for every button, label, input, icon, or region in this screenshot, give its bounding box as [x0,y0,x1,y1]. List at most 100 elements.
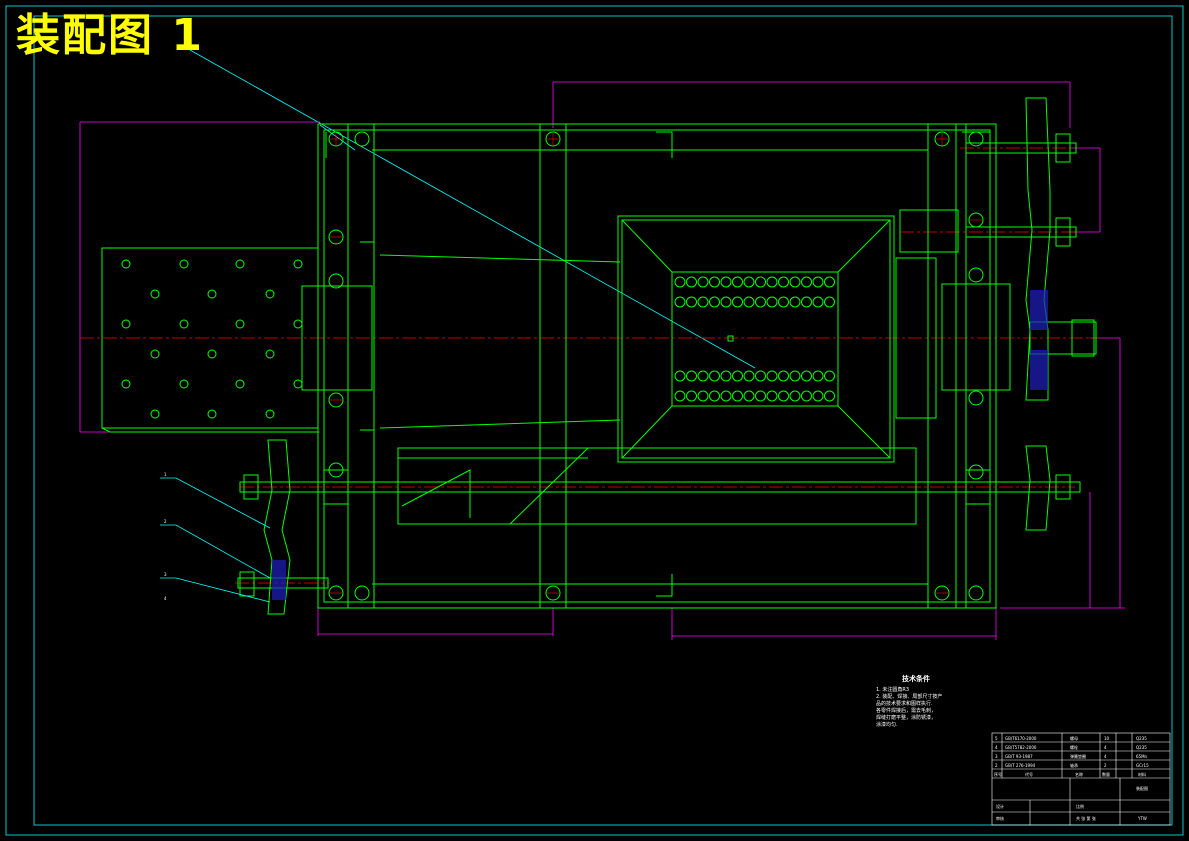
tb-sheet-label: 共 张 第 张 [1076,815,1096,821]
tb-row-1-code: GB/T6170-2000 [1005,736,1037,741]
shafts [237,142,1097,589]
title-block-text: 5 GB/T6170-2000 螺母 10 Q235 4 GB/T5782-20… [994,735,1149,821]
title-block [991,732,1171,826]
screen-hole [207,289,217,299]
tech-line-1: 1. 未注圆角R3 [876,687,910,693]
callout-3: 3 [164,572,167,577]
callout-numbers: 1 2 3 4 [164,472,167,601]
hopper-hole [686,370,697,382]
hopper-hole [789,296,801,308]
tb-header-no: 序号 [994,771,1002,777]
hopper-hole [778,390,789,402]
hopper-hole [720,370,732,382]
hopper-hole [674,296,686,308]
screen-hole [235,379,245,389]
hopper-hole [755,276,766,288]
tb-check-label: 审核 [996,815,1004,821]
callout-4: 4 [164,596,167,601]
screen-hole [179,259,189,269]
hopper-hole [824,296,835,308]
screen-holes [121,259,303,419]
tb-row-4-code: GB/T 276-1994 [1005,763,1036,768]
screen-hole [235,319,245,329]
tb-row-2-no: 4 [995,745,998,750]
hopper-hole [812,276,824,288]
tech-heading: 技术条件 [902,675,930,683]
tb-row-3-qty: 4 [1104,754,1107,759]
inner-frame [33,15,1173,826]
hopper-hole [686,276,697,288]
tb-header-name: 名称 [1075,771,1083,777]
hopper-hole [789,370,801,382]
hopper-hole [743,296,755,308]
screen-hole [150,409,160,419]
screen-hole [121,259,131,269]
tb-row-4-name: 轴承 [1070,762,1078,768]
tb-project: 装配图 [1136,785,1148,791]
hopper-hole [732,276,743,288]
callout-leaders [160,477,271,603]
hopper-hole [755,296,766,308]
hopper-hole [720,276,732,288]
right-bearing [895,209,1011,419]
tb-row-3-name: 弹簧垫圈 [1070,753,1086,759]
hopper-hole [732,390,743,402]
tech-requirements: 技术条件 1. 未注圆角R3 2. 装配、焊接、局部尺寸按产 品的技术要求和图样… [876,676,956,729]
title-leader-2 [319,124,356,151]
screen-hole [265,409,275,419]
hopper-hole [697,370,709,382]
tech-line-3: 品的技术要求和图样执行. [876,701,933,707]
tb-header-code: 代号 [1025,771,1033,777]
tb-header-qty: 数量 [1102,771,1110,777]
hopper-hole [686,296,697,308]
tb-row-2-name: 螺栓 [1070,744,1078,750]
hopper-hole [766,296,778,308]
hopper-hole [789,276,801,288]
hopper-hole [697,390,709,402]
screen-hole [121,319,131,329]
screen-hole [207,349,217,359]
pulleys [263,97,1051,615]
tb-row-4-qty: 2 [1104,763,1107,768]
centerlines [80,147,1100,584]
dimensions [79,81,1125,640]
hopper-hole [801,276,812,288]
tb-row-1-qty: 10 [1104,736,1110,741]
hopper-hole [686,390,697,402]
lower-housing [323,447,991,525]
hopper [617,215,895,463]
screen-hole [265,349,275,359]
hopper-hole [812,296,824,308]
hopper-hole [789,390,801,402]
tech-line-6: 涂漆均匀. [876,722,898,728]
hopper-hole [778,276,789,288]
hopper-hole [812,390,824,402]
hopper-hole [732,296,743,308]
hopper-hole [801,370,812,382]
hopper-holes [674,276,835,402]
tb-company: YTW [1137,816,1147,821]
frame-bolts [328,131,984,601]
bolt-crosses [330,133,982,594]
callout-2: 2 [164,519,167,524]
tb-row-2-code: GB/T5782-2000 [1005,745,1037,750]
tb-design-label: 设计 [996,803,1004,809]
tb-row-4-material: GCr15 [1136,763,1149,768]
hopper-hole [801,296,812,308]
tb-row-4-no: 2 [995,763,998,768]
hopper-hole [766,390,778,402]
tech-line-5: 焊缝打磨平整，涂防锈漆， [876,715,937,721]
main-frame [317,123,997,609]
screen-hole [179,319,189,329]
screen-hole [293,319,303,329]
hopper-hole [732,370,743,382]
hopper-hole [812,370,824,382]
hopper-hole [674,390,686,402]
tb-row-1-name: 螺母 [1070,735,1078,741]
screen-hole [235,259,245,269]
hopper-hole [755,390,766,402]
hopper-hole [709,296,720,308]
screen-hole [179,379,189,389]
hopper-hole [674,276,686,288]
